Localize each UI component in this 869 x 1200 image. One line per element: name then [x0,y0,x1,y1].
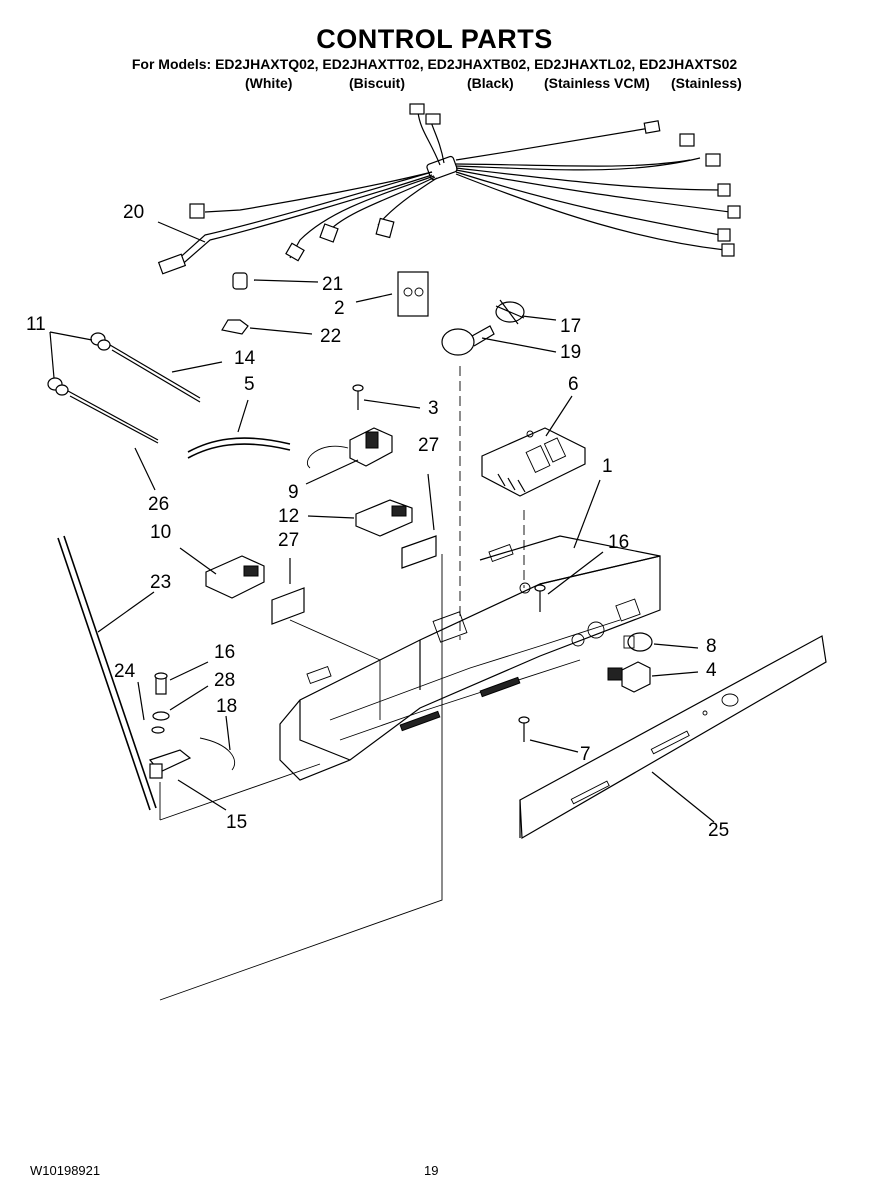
leader-lines [49,221,715,823]
callout-11: 11 [26,314,46,335]
callout-28: 28 [214,670,235,691]
color-stainless-vcm: (Stainless VCM) [544,75,650,91]
hinge-hardware [148,672,236,779]
callout-14: 14 [234,348,256,369]
switch-4 [607,661,651,693]
page-number: 19 [424,1163,439,1178]
callout-5: 5 [244,374,255,395]
callout-7: 7 [580,744,591,765]
light-bulb [441,325,495,356]
wire-harness [157,103,741,275]
rod-assemblies [47,332,201,444]
drain-tube [187,437,291,453]
callout-27-upper: 27 [418,435,439,456]
control-housing [279,535,661,781]
callout-23: 23 [150,572,171,593]
models-line: For Models: ED2JHAXTQ02, ED2JHAXTT02, ED… [131,56,738,72]
callout-numbers: 20 21 2 22 17 19 11 14 5 3 6 27 1 26 9 1… [26,202,729,841]
callout-24: 24 [114,661,136,682]
color-black: (Black) [467,75,514,91]
part-21 [232,272,248,290]
part-22 [221,319,249,335]
callout-26: 26 [148,494,169,515]
callout-20: 20 [123,202,144,223]
callout-10: 10 [150,522,171,543]
callout-25: 25 [708,820,729,841]
callout-27-lower: 27 [278,530,299,551]
lamp-socket [495,299,525,325]
color-white: (White) [245,75,293,91]
label-27-upper [401,535,437,569]
callout-15: 15 [226,812,247,833]
document-number: W10198921 [30,1163,101,1178]
thermostat [307,427,393,469]
trim-strip-25 [519,635,827,840]
bracket-12 [355,499,413,537]
page-title: CONTROL PARTS [316,24,553,54]
callout-12: 12 [278,506,299,527]
color-stainless: (Stainless) [671,75,742,91]
callout-8: 8 [706,636,717,657]
control-board [481,427,586,497]
bracket-10 [205,555,265,599]
callout-9: 9 [288,482,299,503]
callout-1: 1 [602,456,613,477]
color-biscuit: (Biscuit) [349,75,405,91]
callout-19: 19 [560,342,581,363]
callout-6: 6 [568,374,579,395]
callout-16-upper: 16 [608,532,629,553]
part-2-plate [397,271,429,317]
rod-23 [57,537,151,811]
callout-21: 21 [322,274,343,295]
callout-18: 18 [216,696,237,717]
callout-22: 22 [320,326,341,347]
button-8 [623,632,653,652]
callout-2: 2 [334,298,345,319]
callout-4: 4 [706,660,717,681]
callout-17: 17 [560,316,581,337]
callout-3: 3 [428,398,439,419]
callout-16-lower: 16 [214,642,235,663]
label-27-lower [271,587,305,625]
